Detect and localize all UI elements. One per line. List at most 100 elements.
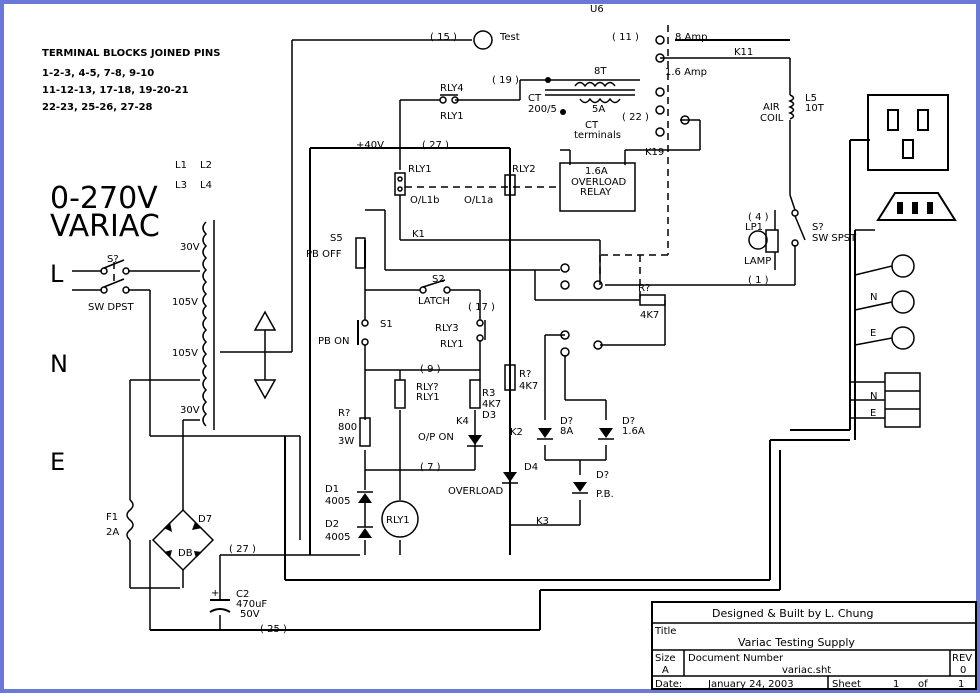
led-overload-label: OVERLOAD xyxy=(448,486,504,497)
led-16a-value: 1.6A xyxy=(622,426,645,437)
switch-dpst xyxy=(100,259,130,294)
rev-value: 0 xyxy=(960,665,966,676)
output-terminals xyxy=(850,254,921,428)
lamp-lp1 xyxy=(748,210,779,270)
rq3-power: 3W xyxy=(338,436,354,447)
variac-winding xyxy=(202,220,215,430)
s2-label: S2 xyxy=(432,274,445,285)
k4-label: K4 xyxy=(456,416,469,427)
d4-label: D4 xyxy=(524,462,538,473)
rly4-contact xyxy=(439,94,459,104)
mains-outlet-icon xyxy=(867,94,949,171)
output-n2-label: N xyxy=(870,391,877,402)
fuse-value: 2A xyxy=(106,527,119,538)
ol1b-label: O/L1b xyxy=(410,195,440,206)
diode-d1 xyxy=(357,491,373,503)
net-17: ( 17 ) xyxy=(468,302,495,313)
terminal-blocks-line-3: 22-23, 25-26, 27-28 xyxy=(42,102,153,113)
air-coil-line2: COIL xyxy=(760,113,784,124)
lamp-pin1: ( 1 ) xyxy=(748,275,769,286)
tap-30v-top: 30V xyxy=(180,242,200,253)
s1-label: S1 xyxy=(380,319,393,330)
svg-text:+: + xyxy=(211,588,219,599)
d2-ref: D2 xyxy=(325,519,339,530)
tap-30v-bottom: 30V xyxy=(180,405,200,416)
u6-label: U6 xyxy=(590,4,604,15)
output-e-label: E xyxy=(870,328,876,339)
led-op-label: O/P ON xyxy=(418,432,454,443)
variac-wiper-arrow xyxy=(253,310,277,400)
rq2-ref: R? xyxy=(519,369,531,380)
spst-type: SW SPST xyxy=(812,233,857,244)
l5-ref: L5 xyxy=(805,93,817,104)
led-8a xyxy=(537,428,553,440)
resistor-r3 xyxy=(469,379,481,409)
rly1-contact xyxy=(394,172,406,196)
net-27-top: ( 27 ) xyxy=(422,140,449,151)
rly1-coil xyxy=(381,500,419,538)
fuse-symbol xyxy=(126,499,134,541)
rq3-ref: R? xyxy=(338,408,350,419)
mains-n-label: N xyxy=(50,350,68,378)
rly3-sub-label: RLY1 xyxy=(440,339,464,350)
spst-ref: S? xyxy=(812,222,824,233)
resistor-rq3 xyxy=(359,417,371,447)
title-block xyxy=(651,601,977,690)
overload-relay-line2: OVERLOAD xyxy=(571,177,627,188)
rly2-contact xyxy=(504,174,516,196)
coil-l1-label: L1 xyxy=(175,160,187,171)
tap-105v-upper: 105V xyxy=(172,297,198,308)
ct-5a: 5A xyxy=(592,104,605,115)
rlyq-sub-label: RLY1 xyxy=(416,392,440,403)
d1-value: 4005 xyxy=(325,496,350,507)
title-label: Title xyxy=(654,626,676,637)
ct-8t: 8T xyxy=(594,66,607,77)
led-16a xyxy=(598,428,614,440)
s5-label: S5 xyxy=(330,233,343,244)
r3-ref: R3 xyxy=(482,388,495,399)
coil-l2-label: L2 xyxy=(200,160,212,171)
net-19: ( 19 ) xyxy=(492,75,519,86)
r3-value: 4K7 xyxy=(482,399,501,410)
net-27-bottom: ( 27 ) xyxy=(229,544,256,555)
terminal-blocks-title: TERMINAL BLOCKS JOINED PINS xyxy=(42,48,220,59)
k3-label: K3 xyxy=(536,516,549,527)
designer-credit: Designed & Built by L. Chung xyxy=(712,607,873,620)
test-point xyxy=(473,30,493,50)
current-range-switch xyxy=(560,25,690,278)
rly4-sub-label: RLY1 xyxy=(440,111,464,122)
date-label: Date: xyxy=(655,679,682,690)
rly1-contact-label: RLY1 xyxy=(408,164,432,175)
mains-e-label: E xyxy=(50,448,65,476)
air-coil-line1: AIR xyxy=(763,102,780,113)
led-8a-value: 8A xyxy=(560,426,573,437)
d2-value: 4005 xyxy=(325,532,350,543)
lamp-label: LAMP xyxy=(744,256,771,267)
iec-inlet-icon xyxy=(876,192,957,221)
selector-contacts-lower xyxy=(560,255,641,357)
rev-label: REV xyxy=(952,653,972,664)
rly2-label: RLY2 xyxy=(512,164,536,175)
sheet-label: Sheet xyxy=(832,679,861,690)
wiring xyxy=(72,39,875,631)
current-transformer xyxy=(545,77,635,115)
terminal-blocks-line-2: 11-12-13, 17-18, 19-20-21 xyxy=(42,85,189,96)
lamp-pin4: ( 4 ) xyxy=(748,212,769,223)
variac-title-label: VARIAC xyxy=(50,209,160,244)
led-pb-ref: D? xyxy=(596,470,609,481)
ct-terms-line2: terminals xyxy=(574,130,621,141)
d1-ref: D1 xyxy=(325,484,339,495)
rq1-ref: R? xyxy=(638,283,650,294)
capacitor-c2: + xyxy=(209,588,231,613)
sheet-value: 1 xyxy=(893,679,899,690)
rlyq-label: RLY? xyxy=(416,382,439,393)
ct-ratio: 200/5 xyxy=(528,104,557,115)
bridge-type: DB xyxy=(178,548,193,559)
pboff-label: PB OFF xyxy=(306,249,342,260)
docnum-label: Document Number xyxy=(688,653,784,664)
coil-l3-label: L3 xyxy=(175,180,187,191)
resistor-rq1 xyxy=(639,294,666,306)
